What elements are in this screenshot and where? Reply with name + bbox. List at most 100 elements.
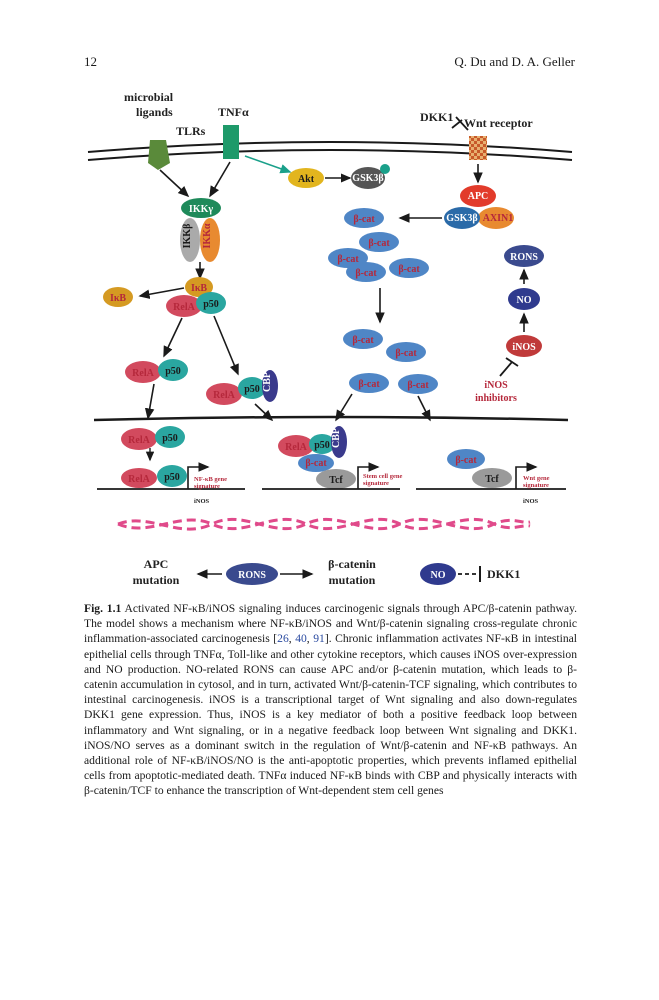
caption-text-part1: Activated NF-κB/iNOS signaling induces c… [84, 602, 578, 646]
wnt-inos-label: iNOS [523, 498, 539, 505]
bcatenin-mutation-line2: mutation [329, 573, 376, 587]
bcat-node-7 [386, 342, 426, 362]
p50-label-4: p50 [162, 433, 178, 444]
no-label-1: NO [517, 295, 532, 306]
tcf-node-1 [316, 469, 356, 489]
caption-sep2: , [306, 632, 314, 646]
arrow-nfkb-cbp [213, 315, 239, 376]
ikkb-node [180, 218, 200, 262]
bcat-node-2 [359, 232, 399, 252]
pathway-figure: microbial ligands TNFα TLRs DKK1 Wnt rec… [87, 90, 573, 587]
axin1-node [478, 207, 514, 229]
p50-label-3: p50 [244, 384, 260, 395]
arrow-ikb-release [138, 287, 185, 300]
bcat-label-9: β-cat [407, 380, 429, 391]
p50-node-5 [157, 465, 187, 487]
rela-label-1: RelA [173, 302, 195, 313]
arrow-tnf-akt [244, 155, 292, 174]
p50-node-1 [196, 292, 226, 314]
gsk3b-label: GSK3β [352, 173, 383, 184]
tlr-receptor [148, 140, 170, 170]
wnt-receptor-shape [469, 136, 487, 160]
p50-label-1: p50 [203, 299, 219, 310]
tcf-label-2: Tcf [485, 474, 499, 485]
dkk1-inhibit-line [455, 116, 469, 131]
apc-node [460, 185, 496, 207]
dkk1-label: DKK1 [420, 110, 453, 124]
akt-label: Akt [298, 174, 315, 185]
ikkb-label: IKKβ [182, 224, 193, 249]
bcat-label-1: β-cat [353, 214, 375, 225]
gsk3b-complex-node [444, 207, 480, 229]
cbp-node-2 [331, 426, 347, 458]
wnt-signature-line2: signature [523, 482, 549, 489]
bcatenin-mutation-line1: β-catenin [328, 557, 376, 571]
p50-node-4 [155, 426, 185, 448]
dkk1-inhibit-bar [451, 119, 463, 129]
bcat-node-9 [398, 374, 438, 394]
rons-node-2 [226, 563, 278, 585]
ikka-label: IKKα [202, 223, 213, 248]
bcat-label-7: β-cat [395, 348, 417, 359]
rela-node-2 [125, 361, 161, 383]
ikb-bound-node [185, 277, 213, 297]
cbp-label-1: CBP [262, 372, 273, 392]
ikb-free-label: IκB [110, 293, 126, 304]
promoter-arrow-2 [357, 462, 380, 489]
page-number: 12 [84, 54, 97, 69]
p50-label-2: p50 [165, 366, 181, 377]
rons-label-2: RONS [238, 570, 266, 581]
rela-node-3 [206, 383, 242, 405]
rons-node-1 [504, 245, 544, 267]
arrow-nfkb-nucleus [144, 383, 155, 420]
apc-mutation-line2: mutation [133, 573, 180, 587]
rela-node-6 [278, 435, 314, 457]
tlrs-label: TLRs [176, 124, 206, 138]
caption-ref-40[interactable]: 40 [295, 632, 307, 646]
tnf-label: TNFα [218, 105, 249, 119]
dna-strand-b [117, 517, 531, 531]
caption-ref-26[interactable]: 26 [277, 632, 289, 646]
dkk1-bottom-label: DKK1 [487, 567, 520, 581]
bcat-label-8: β-cat [358, 379, 380, 390]
inos-node [506, 335, 542, 357]
bcat-label-4: β-cat [355, 268, 377, 279]
no-label-2: NO [431, 570, 446, 581]
caption-ref-91[interactable]: 91 [313, 632, 325, 646]
promoter-arrow-1 [187, 462, 210, 489]
stem-signature-line1: Stem cell gene [363, 473, 402, 480]
apc-mutation-line1: APC [144, 557, 169, 571]
rela-node-4 [121, 428, 157, 450]
nfkb-inos-label: iNOS [194, 498, 210, 505]
cbp-label-2: CBP [331, 428, 342, 448]
phospho-dot [380, 164, 390, 174]
bcat-label-10: β-cat [305, 458, 327, 469]
ikb-bound-label: IκB [191, 283, 207, 294]
bcat-node-5 [389, 258, 429, 278]
no-node-2 [420, 563, 456, 585]
rela-label-4: RelA [128, 435, 150, 446]
rela-label-3: RelA [213, 390, 235, 401]
ikka-node [200, 218, 220, 262]
arrow-tnf-ikk [209, 161, 231, 198]
bcat-node-11 [447, 449, 485, 469]
akt-node [288, 168, 324, 188]
rons-label-1: RONS [510, 252, 538, 263]
arrow-bcat-nucleus-1 [335, 393, 353, 422]
nfkb-signature-line1: NF-κB gene [194, 476, 227, 483]
bcat-node-8 [349, 373, 389, 393]
inos-inhibitors-line2: inhibitors [475, 393, 517, 404]
bcat-label-3: β-cat [337, 254, 359, 265]
rela-label-2: RelA [132, 368, 154, 379]
tcf-node-2 [472, 468, 512, 488]
bcat-node-10 [298, 454, 334, 472]
microbial-label: microbial [124, 90, 174, 104]
p50-label-5: p50 [164, 472, 180, 483]
p50-node-6 [309, 434, 335, 454]
rela-label-6: RelA [285, 442, 307, 453]
arrow-nfkb-dimer [163, 317, 183, 358]
bcat-label-6: β-cat [352, 335, 374, 346]
gsk3b-complex-label: GSK3β [446, 213, 477, 224]
bcat-label-11: β-cat [455, 455, 477, 466]
bcat-label-5: β-cat [398, 264, 420, 275]
